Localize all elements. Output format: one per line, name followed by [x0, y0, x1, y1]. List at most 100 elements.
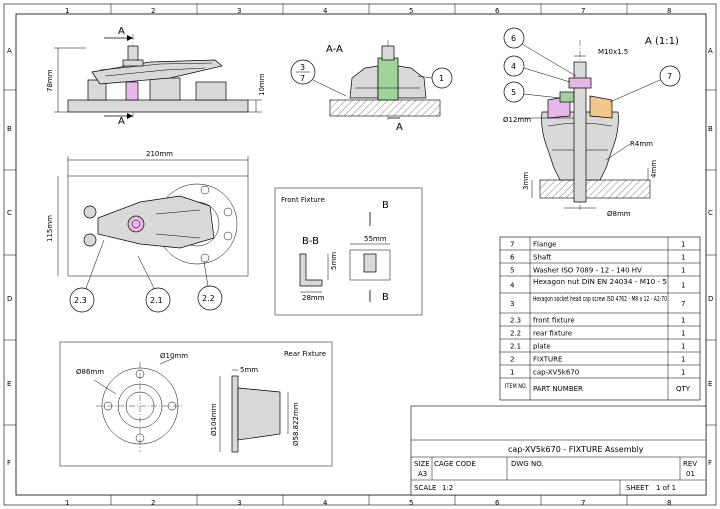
- zone-col-6-top: 6: [495, 7, 500, 15]
- bom-item-no: 2.2: [510, 330, 521, 338]
- sheet-label: SHEET: [626, 484, 650, 492]
- bom-qty: 1: [681, 282, 685, 290]
- zone-col-3-bottom: 3: [237, 499, 241, 507]
- zone-row-D-left: D: [7, 295, 12, 303]
- bom-qty: 1: [681, 369, 685, 377]
- section-a-a: A-A 3 7 1 A: [290, 40, 453, 133]
- section-marker-a-top: A: [118, 26, 125, 37]
- sheet-value: 1 of 1: [656, 484, 676, 492]
- balloon-2-3: 2.3: [74, 296, 87, 305]
- front-fixture-title: Front Fixture: [281, 196, 325, 204]
- dim-r4: R4mm: [630, 140, 653, 148]
- section-aa-title: A-A: [326, 44, 343, 55]
- balloon-1: 1: [439, 74, 444, 83]
- zone-col-7-bottom: 7: [581, 499, 585, 507]
- dim-d58: Ø58.822mm: [292, 402, 300, 446]
- inner-border: [15, 13, 707, 496]
- rear-fixture-title: Rear Fixture: [284, 350, 326, 358]
- dim-d8: Ø8mm: [607, 210, 631, 218]
- dim-55: 55mm: [364, 235, 387, 243]
- detail-a: A (1:1) M10x1.5 Ø12mm R4mm 3mm 4mm Ø8mm …: [503, 27, 681, 218]
- marker-b-top: B: [382, 200, 389, 211]
- zone-row-C-right: C: [708, 209, 713, 217]
- bom-part-number: Hexagon nut DIN EN 24034 - M10 - 5: [533, 278, 667, 286]
- balloon-3: 3: [300, 63, 305, 72]
- balloon-7b: 7: [667, 72, 672, 81]
- bom-item-no: 2.1: [510, 343, 521, 351]
- bom-qty: 7: [681, 300, 685, 308]
- bom-item-no: 3: [510, 300, 514, 308]
- rev-value: 01: [686, 470, 695, 478]
- rev-label: REV: [683, 460, 697, 468]
- bom-part-number: Washer ISO 7089 - 12 - 140 HV: [533, 267, 642, 275]
- bom-part-number: front fixture: [533, 317, 575, 325]
- zone-col-5-bottom: 5: [409, 499, 413, 507]
- dim-115: 115mm: [46, 215, 54, 242]
- bom-qty: 1: [681, 343, 685, 351]
- dwg-no-label: DWG NO.: [511, 460, 544, 468]
- scale-value: 1:2: [442, 484, 453, 492]
- zone-col-1-top: 1: [65, 7, 69, 15]
- bom-header-item: ITEM NO.: [505, 382, 527, 390]
- balloon-2-1: 2.1: [150, 296, 163, 305]
- zone-row-A-right: A: [708, 47, 713, 55]
- dim-m10: M10x1.5: [598, 48, 628, 56]
- dim-plate-10: 10mm: [258, 73, 266, 96]
- bom-item-no: 6: [510, 254, 515, 262]
- zone-row-A-left: A: [7, 47, 12, 55]
- zone-col-2-bottom: 2: [151, 499, 155, 507]
- detail-marker-a: A: [396, 122, 403, 133]
- title-block-title: cap-XV5k670 - FIXTURE Assembly: [508, 445, 644, 454]
- bom-qty: 1: [681, 267, 685, 275]
- title-block: cap-XV5k670 - FIXTURE Assembly SIZE A3 C…: [410, 405, 707, 496]
- bom-item-no: 2.3: [510, 317, 521, 325]
- zone-col-3-top: 3: [237, 7, 241, 15]
- zone-col-4-top: 4: [323, 7, 328, 15]
- zone-row-E-left: E: [7, 380, 11, 388]
- dim-4mm: 4mm: [650, 160, 658, 178]
- zone-col-5-top: 5: [409, 7, 413, 15]
- dim-height-78: 78mm: [46, 69, 54, 92]
- bom-part-number: rear fixture: [533, 330, 572, 338]
- zone-col-2-top: 2: [151, 7, 155, 15]
- dim-28: 28mm: [302, 294, 325, 302]
- size-value: A3: [418, 470, 427, 478]
- front-fixture: Front Fixture B-B 28mm 5mm 55mm B B: [274, 187, 423, 316]
- section-bb-title: B-B: [302, 236, 319, 247]
- zone-row-B-right: B: [708, 125, 713, 133]
- bom-part-number: Flange: [533, 241, 556, 249]
- dim-5: 5mm: [330, 252, 338, 270]
- balloon-7: 7: [300, 74, 305, 83]
- bom-qty: 1: [681, 317, 685, 325]
- bom-part-number: cap-XV5k670: [533, 369, 579, 377]
- size-label: SIZE: [414, 460, 430, 468]
- rear-fixture: Rear Fixture Ø86mm Ø10mm 5mm Ø104mm Ø58.…: [59, 341, 333, 467]
- bom-item-no: 5: [510, 267, 514, 275]
- dim-3mm: 3mm: [522, 172, 530, 190]
- top-view: A A 78mm 10mm: [46, 26, 266, 127]
- zone-row-F-right: F: [708, 459, 712, 467]
- zone-row-C-left: C: [7, 209, 12, 217]
- dim-d104: Ø104mm: [210, 403, 218, 436]
- balloon-2-2: 2.2: [202, 294, 215, 303]
- zone-col-1-bottom: 1: [65, 499, 69, 507]
- zone-row-E-right: E: [708, 380, 712, 388]
- bom-qty: 1: [681, 254, 685, 262]
- dim-d86: Ø86mm: [76, 368, 104, 376]
- bom-item-no: 4: [510, 282, 515, 290]
- bom-qty: 1: [681, 330, 685, 338]
- bom-part-number: plate: [533, 343, 551, 351]
- bom-header-qty: QTY: [676, 385, 691, 393]
- balloon-6: 6: [511, 34, 516, 43]
- bom-part-number: FIXTURE: [533, 356, 562, 364]
- zone-row-F-left: F: [7, 459, 11, 467]
- bom-item-no: 1: [510, 369, 514, 377]
- bom-item-no: 2: [510, 356, 514, 364]
- bom-qty: 1: [681, 241, 685, 249]
- zone-row-D-right: D: [708, 295, 713, 303]
- dim-d12: Ø12mm: [503, 116, 531, 124]
- bom-part-number: Shaft: [533, 254, 552, 262]
- bom-part-number: Hexagon socket head cap screw ISO 4762 -…: [533, 295, 667, 303]
- scale-label: SCALE: [414, 484, 436, 492]
